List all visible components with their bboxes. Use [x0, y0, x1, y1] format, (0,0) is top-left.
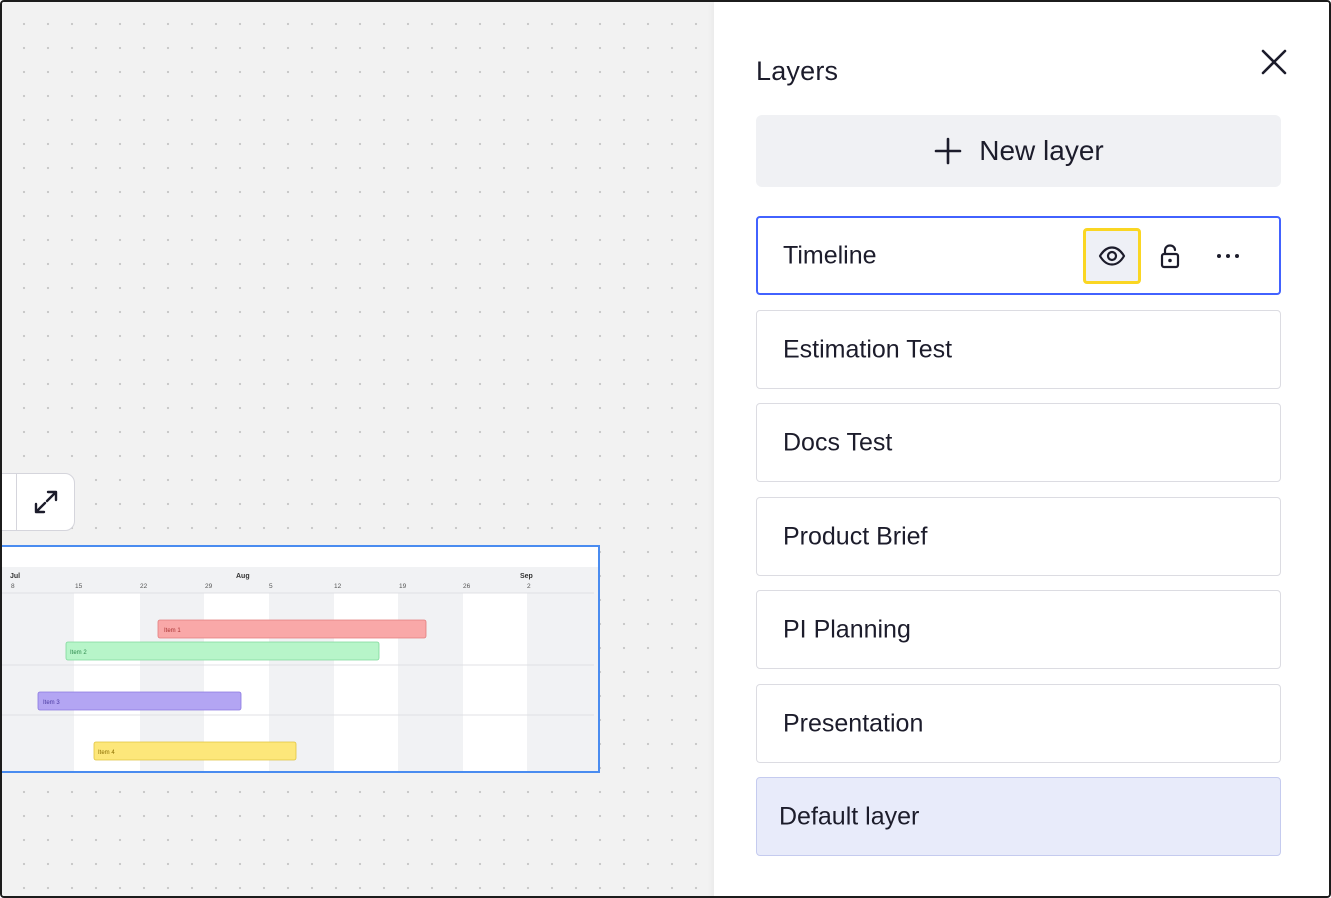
- timeline-item-bar[interactable]: [93, 741, 297, 761]
- tick-label: 5: [269, 583, 273, 590]
- layer-name: PI Planning: [783, 615, 911, 643]
- layer-name: Default layer: [779, 802, 920, 830]
- timeline-item-label: Item 2: [70, 650, 87, 656]
- layer-name: Presentation: [783, 709, 924, 737]
- layer-item-estimation-test[interactable]: Estimation Test: [756, 310, 1281, 389]
- visibility-toggle-button[interactable]: [1083, 227, 1141, 284]
- more-horizontal-icon: [1217, 253, 1239, 258]
- tick-label: 26: [463, 583, 471, 590]
- layer-name: Docs Test: [783, 428, 893, 456]
- layers-panel: Layers New layer Timeline: [714, 2, 1329, 896]
- month-label: Jul: [10, 573, 20, 580]
- tick-label: 29: [205, 583, 213, 590]
- eye-icon: [1098, 245, 1126, 266]
- layer-item-presentation[interactable]: Presentation: [756, 684, 1281, 763]
- timeline-graphic: Jul Aug Sep 8 15 22 29 5 12 19 26 2 Item…: [2, 567, 598, 771]
- layer-item-docs-test[interactable]: Docs Test: [756, 403, 1281, 482]
- new-layer-button[interactable]: New layer: [756, 115, 1281, 187]
- timeline-item-label: Item 1: [164, 628, 181, 634]
- layer-item-pi-planning[interactable]: PI Planning: [756, 590, 1281, 669]
- unlock-icon: [1160, 243, 1180, 268]
- timeline-item-bar[interactable]: [65, 641, 380, 661]
- close-button[interactable]: [1258, 46, 1290, 78]
- board-canvas[interactable]: Jul Aug Sep 8 15 22 29 5 12 19 26 2 Item…: [2, 2, 714, 896]
- timeline-item-bar[interactable]: [37, 691, 242, 711]
- fullscreen-button[interactable]: [17, 474, 75, 530]
- layer-name: Product Brief: [783, 522, 928, 550]
- timeline-item-label: Item 3: [43, 700, 60, 706]
- tick-label: 22: [140, 583, 148, 590]
- plus-icon: [934, 137, 962, 165]
- tick-label: 2: [527, 583, 531, 590]
- layer-name: Timeline: [783, 241, 877, 269]
- layer-name: Estimation Test: [783, 335, 953, 363]
- expand-icon: [34, 490, 58, 514]
- timeline-item-bar[interactable]: [157, 619, 427, 639]
- timeline-widget[interactable]: Jul Aug Sep 8 15 22 29 5 12 19 26 2 Item…: [2, 545, 600, 773]
- tick-label: 8: [11, 583, 15, 590]
- toolbar-divider: [16, 474, 17, 530]
- tick-label: 15: [75, 583, 83, 590]
- layer-actions: [1083, 227, 1257, 284]
- layer-item-product-brief[interactable]: Product Brief: [756, 497, 1281, 576]
- month-label: Sep: [520, 573, 533, 580]
- tick-label: 12: [334, 583, 342, 590]
- close-icon: [1261, 49, 1287, 75]
- month-label: Aug: [236, 573, 250, 580]
- frame-toolbar: [2, 473, 75, 531]
- lock-toggle-button[interactable]: [1141, 228, 1199, 284]
- new-layer-label: New layer: [979, 135, 1104, 166]
- layer-item-timeline[interactable]: Timeline: [756, 216, 1281, 295]
- timeline-item-label: Item 4: [98, 750, 115, 756]
- panel-title: Layers: [756, 56, 839, 86]
- layer-item-default-layer[interactable]: Default layer: [756, 777, 1281, 856]
- tick-label: 19: [399, 583, 407, 590]
- more-options-button[interactable]: [1199, 228, 1257, 284]
